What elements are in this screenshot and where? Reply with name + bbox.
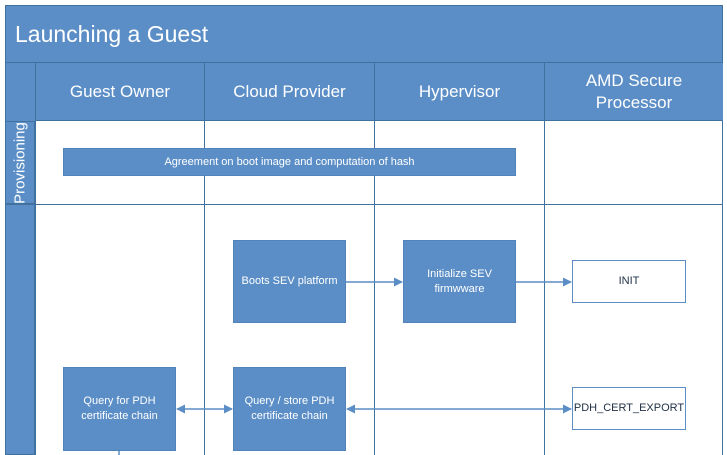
step-query-store-pdh: Query / store PDH certificate chain [233, 367, 346, 451]
lane-header-amd-secure-processor: AMD Secure Processor [544, 63, 723, 121]
lane-header-cloud-provider: Cloud Provider [204, 63, 374, 121]
diagram-title: Launching a Guest [15, 21, 209, 47]
corner-cell [5, 63, 35, 121]
title-bar: Launching a Guest [5, 5, 723, 63]
step-initialize-sev-firmware: Initialize SEV firmwware [403, 240, 516, 323]
step-boots-sev-platform: Boots SEV platform [233, 240, 346, 323]
step-agreement: Agreement on boot image and computation … [63, 148, 516, 176]
phase-separator [35, 204, 723, 205]
lane-column-hypervisor [374, 63, 544, 455]
lane-column-guest-owner [35, 63, 204, 455]
step-init: INIT [572, 260, 686, 303]
step-pdh-cert-export: PDH_CERT_EXPORT [572, 387, 686, 430]
phase-launch [5, 204, 35, 455]
phase-provisioning: Provisioning [5, 121, 35, 204]
lane-header-hypervisor: Hypervisor [374, 63, 544, 121]
step-query-pdh: Query for PDH certificate chain [63, 367, 176, 451]
lane-header-guest-owner: Guest Owner [35, 63, 204, 121]
lane-column-cloud-provider [204, 63, 374, 455]
lane-column-amd-secure-processor [544, 63, 723, 455]
